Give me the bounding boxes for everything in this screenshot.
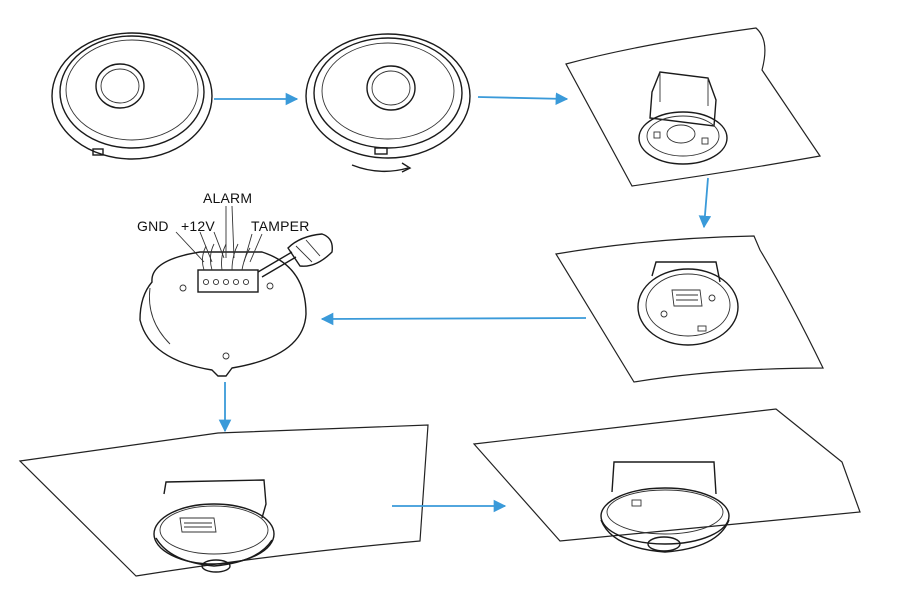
arrow-step2-to-step3 [477,92,569,106]
terminal-block [197,269,259,293]
label-alarm: ALARM [203,190,253,206]
arrow-step3-to-step4 [698,177,712,229]
arrow-step4-to-step5 [320,312,587,326]
tamper-tab-icon [92,148,104,156]
step-detector-attaching [18,424,429,577]
step-base-mounted-open [555,235,824,383]
step-detector-installed [472,408,861,553]
step-detector-closed [51,32,213,160]
label-gnd: GND [137,218,169,234]
screwdriver-icon [257,233,333,278]
label-tamper: TAMPER [251,218,310,234]
label-plus-12v: +12V [181,218,215,234]
step-base-on-ceiling-box [565,27,822,187]
step-rotate-base [305,33,471,173]
step-wire-terminals [139,205,333,377]
rotate-arrow-icon [351,164,409,173]
